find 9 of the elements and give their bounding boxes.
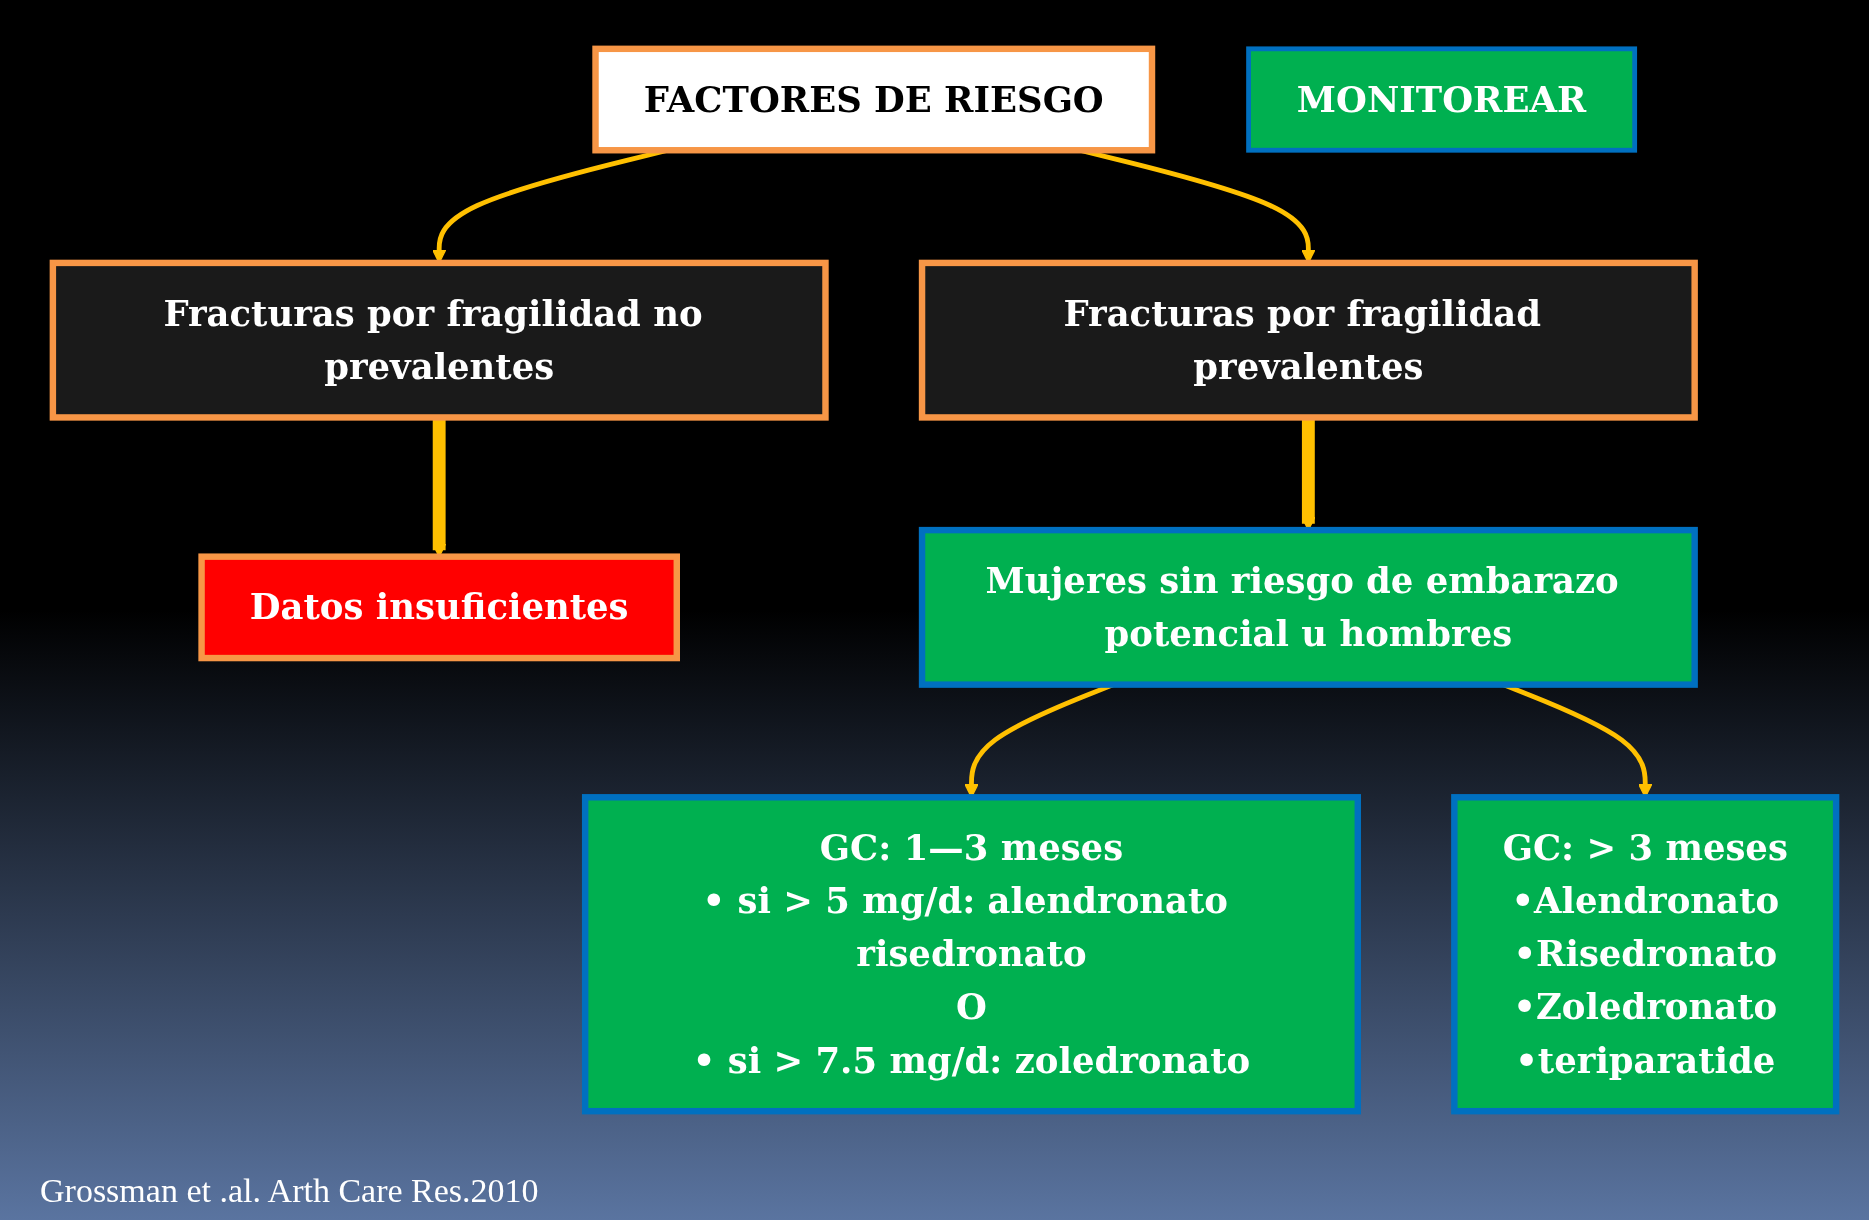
- citation-text: Grossman et .al. Arth Care Res.2010: [40, 1172, 539, 1210]
- node-box: Datos insuficientes: [198, 553, 680, 662]
- node-box: MONITOREAR: [1246, 46, 1638, 153]
- node-box: GC: > 3 meses •Alendronato •Risedronato •Zoledronato •teriparatide: [1451, 794, 1840, 1115]
- node-box: Fracturas por fragilidad prevalentes: [918, 259, 1698, 421]
- node-box: GC: 1—3 meses • si > 5 mg/d: alendronato risedronato O • si > 7.5 mg/d: zoledronato: [581, 794, 1361, 1115]
- node-box: FACTORES DE RIESGO: [592, 45, 1156, 154]
- node-box: Mujeres sin riesgo de embarazo potencial u hombres: [918, 526, 1698, 688]
- node-box: Fracturas por fragilidad no prevalentes: [49, 259, 829, 421]
